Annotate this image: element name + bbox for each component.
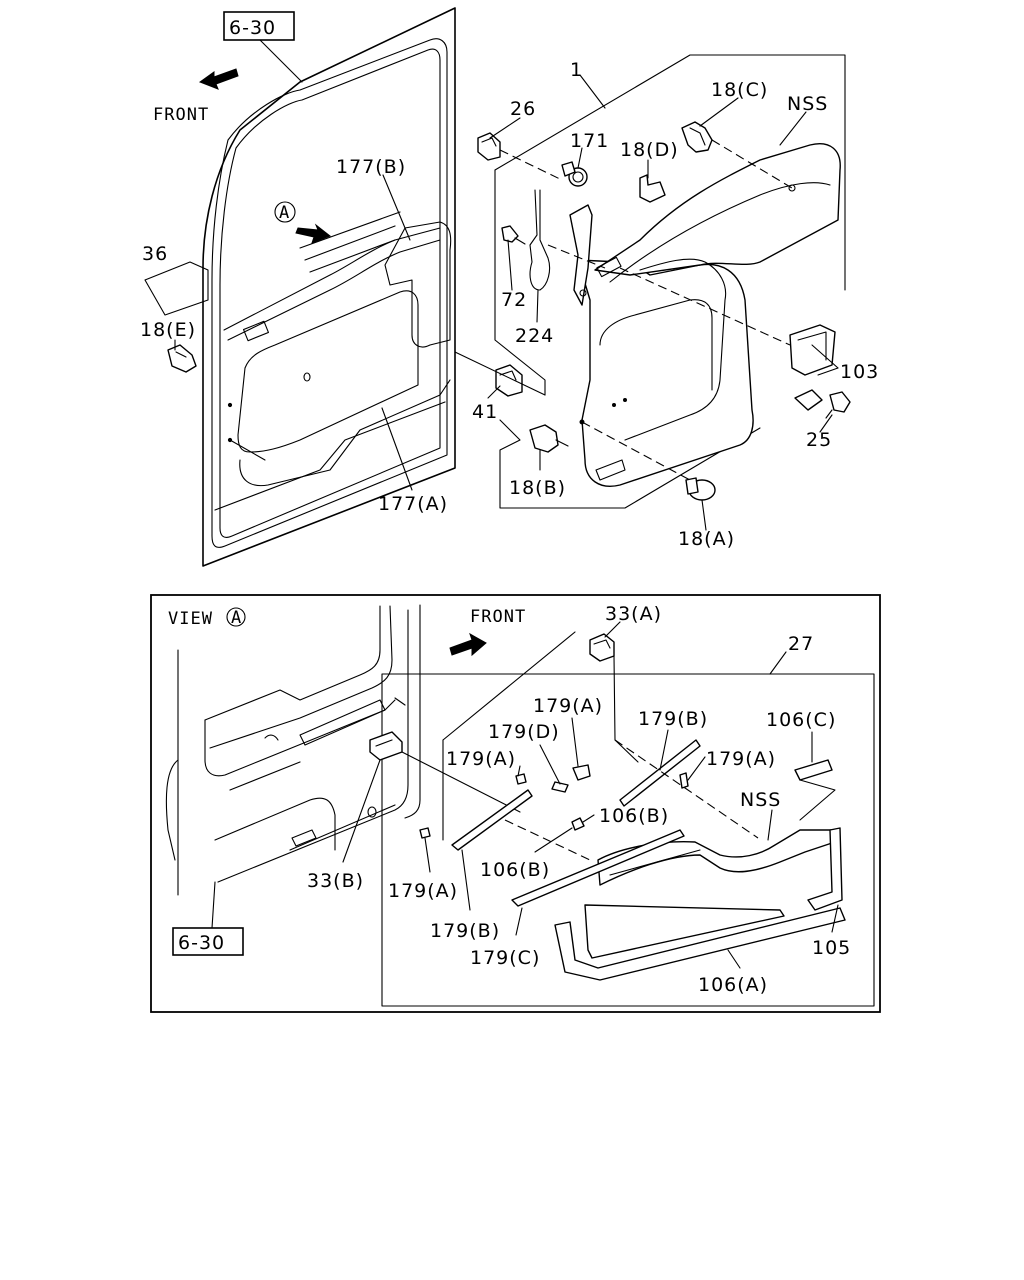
callout-224: 224	[515, 325, 554, 347]
clip-18c	[681, 121, 713, 153]
callout-nss-lower: NSS	[740, 789, 781, 811]
callout-179a-2: 179(A)	[446, 748, 516, 770]
ref-label: 6-30	[229, 17, 276, 39]
callout-18b: 18(B)	[509, 477, 566, 499]
door-frame	[202, 7, 456, 567]
view-a-letter: A	[279, 203, 290, 223]
door-inner-view	[165, 604, 421, 896]
clip-18b	[529, 424, 569, 453]
callout-18e: 18(E)	[140, 319, 196, 341]
front-label: FRONT	[153, 105, 209, 125]
callout-36: 36	[142, 243, 168, 265]
view-a-letter-lower: A	[231, 608, 242, 628]
clip-33a	[589, 633, 615, 662]
callout-27: 27	[788, 633, 814, 655]
door-trim-panel[interactable]	[577, 143, 841, 487]
callout-106b-2: 106(B)	[480, 859, 550, 881]
callouts-upper: 1 26 171 18(C) 18(D) NSS 177(B) 36 18(E)…	[140, 59, 879, 550]
callout-1: 1	[570, 59, 583, 81]
bracket-18d	[639, 174, 666, 203]
callout-106b-1: 106(B)	[599, 805, 669, 827]
callout-106c: 106(C)	[766, 709, 836, 731]
screw-72	[501, 225, 526, 245]
callout-179a-3: 179(A)	[706, 748, 776, 770]
callout-179c: 179(C)	[470, 947, 540, 969]
kit-27-parts	[419, 739, 846, 981]
view-a-marker: A	[274, 201, 331, 244]
callout-18a: 18(A)	[678, 528, 735, 550]
leader-lines-upper	[144, 74, 839, 531]
clip-18e	[167, 344, 197, 373]
kit-27-box	[381, 673, 875, 1007]
clip-26	[477, 132, 501, 161]
ref-label-bottom: 6-30	[178, 932, 225, 954]
callout-179b-2: 179(B)	[430, 920, 500, 942]
callout-179b-1: 179(B)	[638, 708, 708, 730]
leader-lines-lower	[342, 621, 839, 969]
view-a-panel: VIEW A FRONT	[150, 594, 881, 1013]
clip-171	[561, 161, 588, 187]
view-a-circle	[226, 607, 246, 627]
callout-106a: 106(A)	[698, 974, 768, 996]
callout-18d: 18(D)	[620, 139, 679, 161]
callout-33b: 33(B)	[307, 870, 364, 892]
callout-105: 105	[812, 937, 851, 959]
callout-179a-1: 179(A)	[533, 695, 603, 717]
front-label-view: FRONT	[470, 607, 526, 627]
escutcheon-103	[789, 324, 836, 411]
view-a-frame	[150, 594, 881, 1013]
rod-224	[529, 189, 606, 291]
trim-box-outline	[494, 54, 846, 291]
callout-25: 25	[806, 429, 832, 451]
clip-25	[825, 391, 851, 419]
callout-nss-upper: NSS	[787, 93, 828, 115]
callouts-lower: 33(A) 27 179(A) 179(D) 179(B) 106(C) 179…	[307, 603, 851, 996]
inner-handle-lever	[569, 204, 593, 306]
callout-177b: 177(B)	[336, 156, 406, 178]
callout-33a: 33(A)	[605, 603, 662, 625]
view-label: VIEW	[168, 609, 213, 629]
callout-41: 41	[472, 401, 498, 423]
callout-179a-4: 179(A)	[388, 880, 458, 902]
front-arrow-top: FRONT	[153, 68, 239, 125]
callout-171: 171	[570, 130, 609, 152]
callout-177a: 177(A)	[378, 493, 448, 515]
front-arrow-view: FRONT	[449, 607, 526, 657]
callout-103: 103	[840, 361, 879, 383]
callout-72: 72	[501, 289, 527, 311]
callout-26: 26	[510, 98, 536, 120]
ref-box-top[interactable]: 6-30	[223, 11, 295, 41]
clip-18a	[685, 477, 716, 501]
callout-179d: 179(D)	[488, 721, 560, 743]
upper-assembly: 6-30 FRONT A	[140, 7, 879, 567]
clip-41	[495, 364, 523, 397]
clip-33b	[369, 731, 403, 761]
callout-18c: 18(C)	[711, 79, 768, 101]
ref-box-bottom[interactable]: 6-30	[172, 927, 244, 956]
